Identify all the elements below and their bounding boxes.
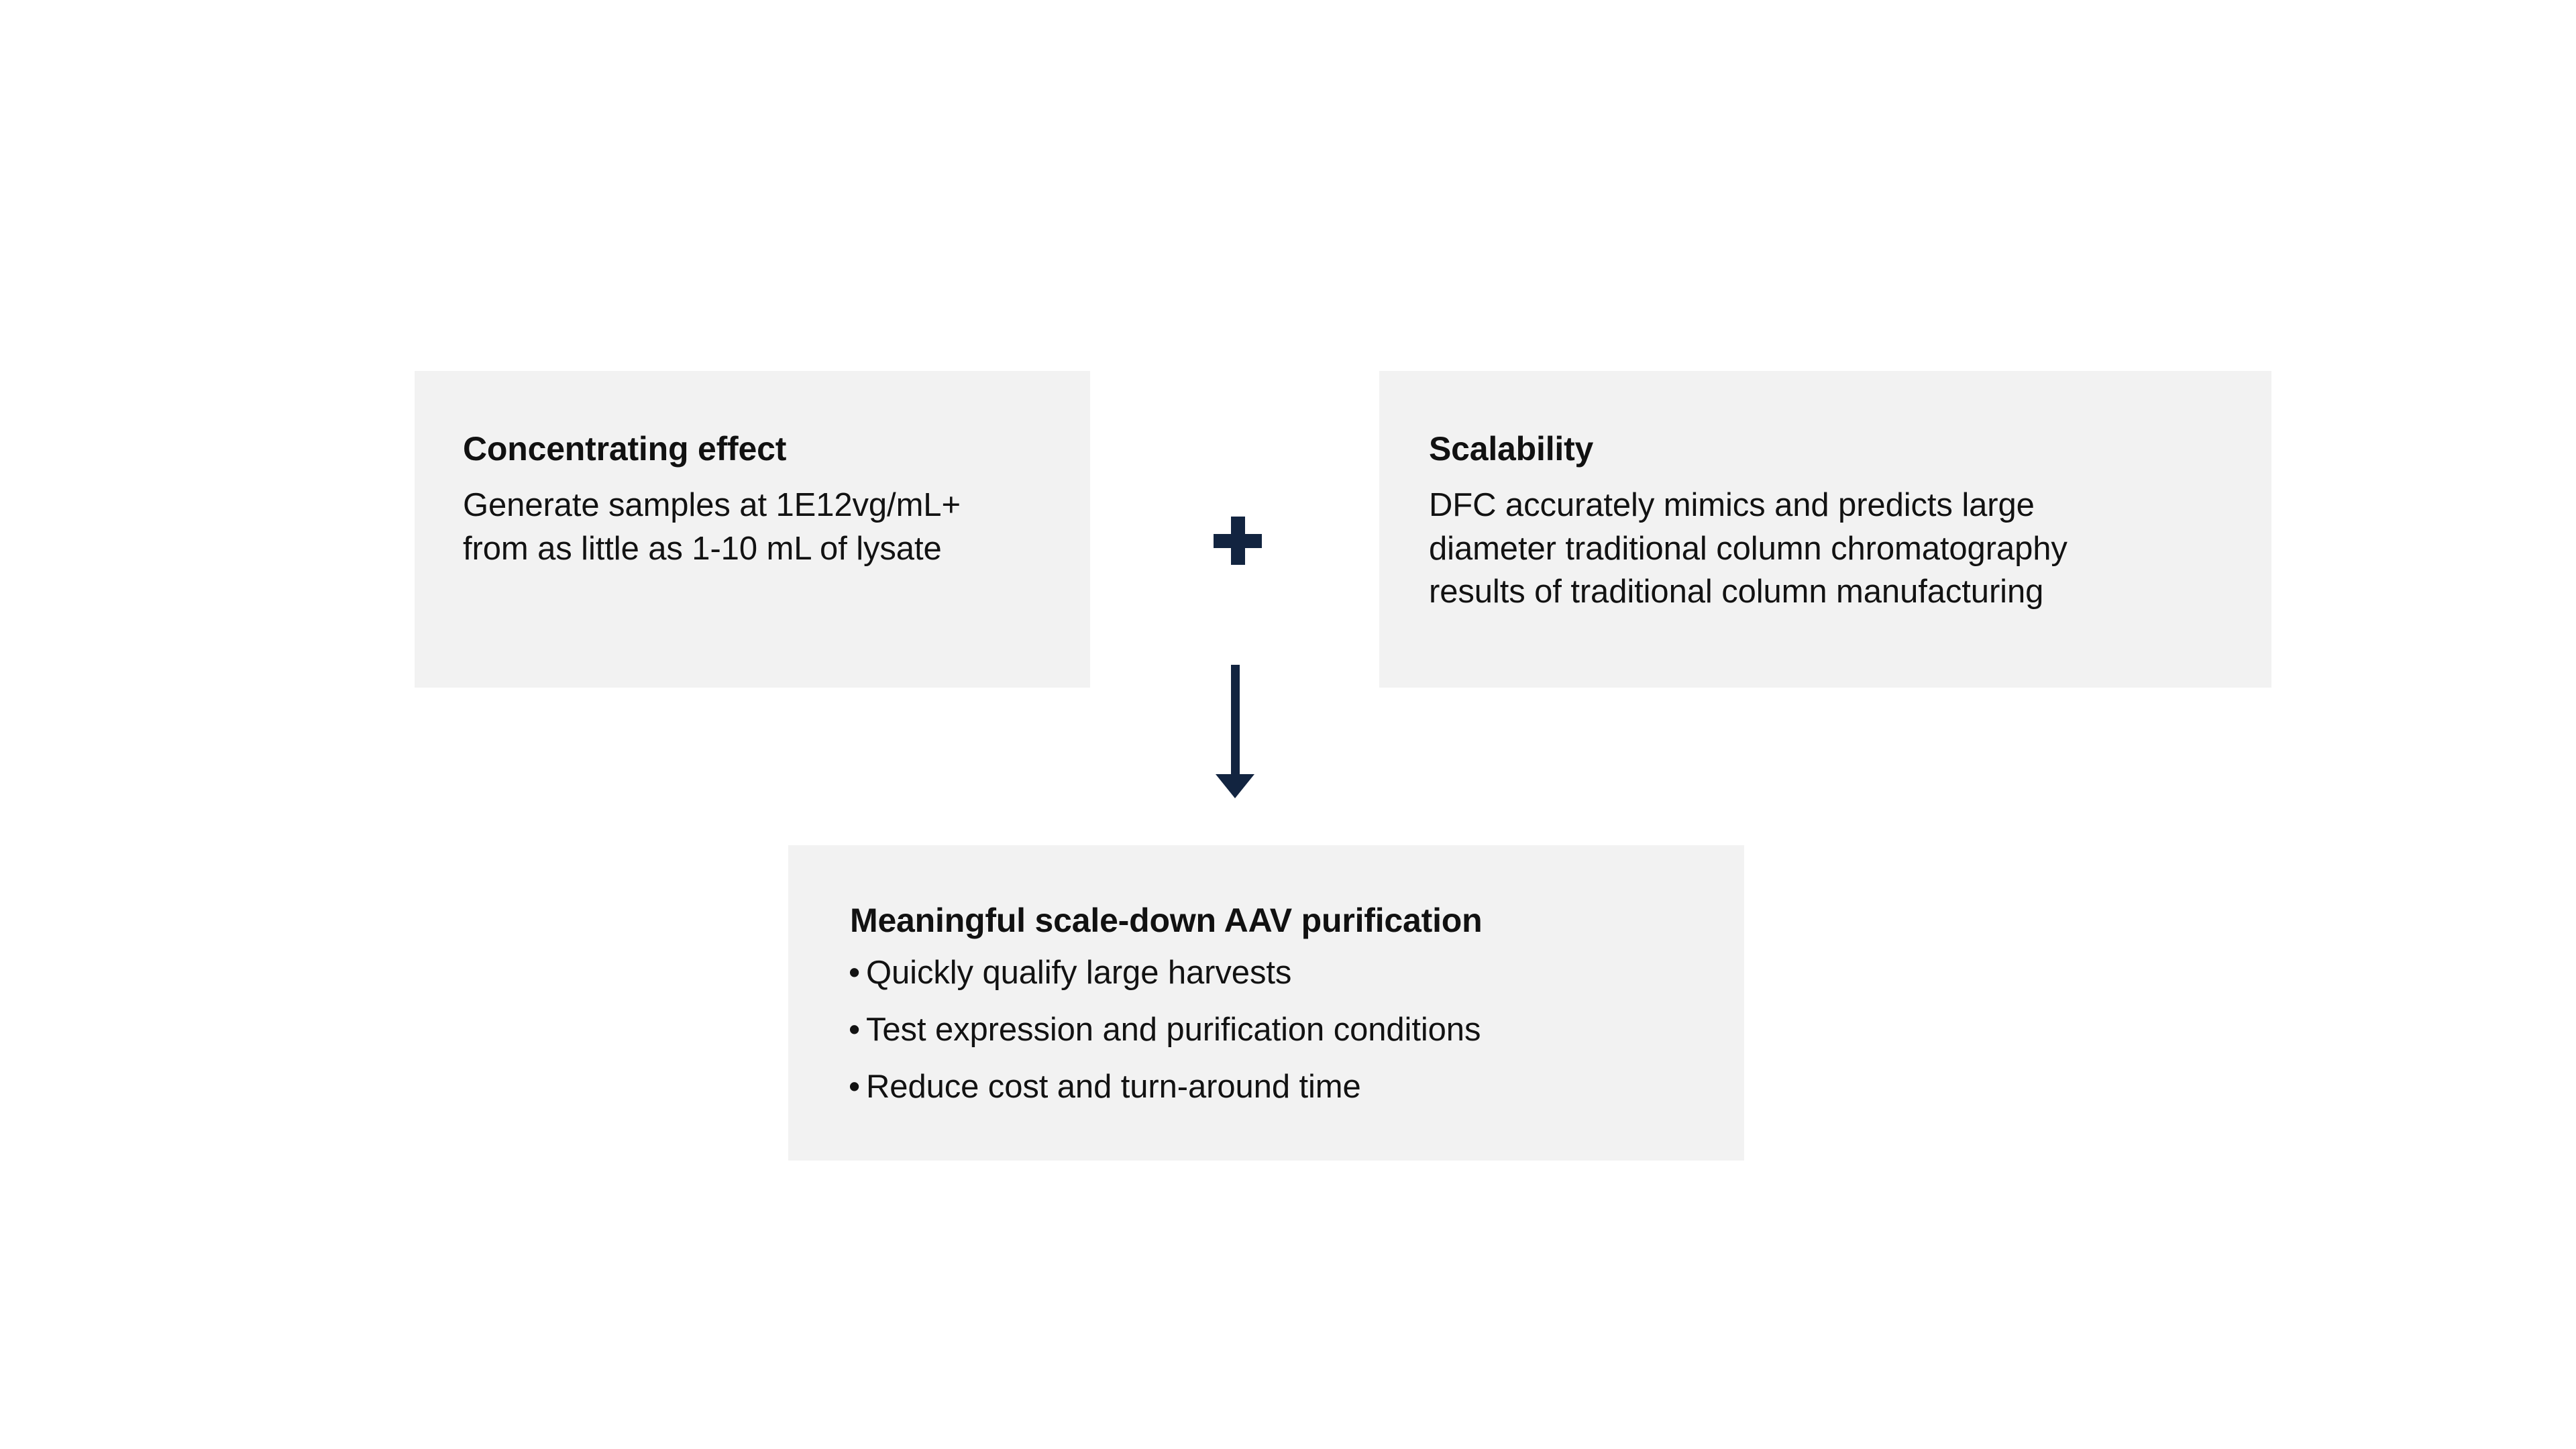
list-item: •Reduce cost and turn-around time bbox=[849, 1071, 1481, 1104]
card-outcome-bullet-list: •Quickly qualify large harvests •Test ex… bbox=[849, 957, 1481, 1104]
card-concentrating-effect-body-line-2: from as little as 1-10 mL of lysate bbox=[463, 530, 942, 567]
card-scalability-body-line-3: results of traditional column manufactur… bbox=[1429, 574, 2044, 610]
card-outcome: Meaningful scale-down AAV purification •… bbox=[788, 845, 1744, 1161]
card-outcome-bullet-1-label: Quickly qualify large harvests bbox=[866, 955, 1292, 991]
card-scalability-body-line-2: diameter traditional column chromatograp… bbox=[1429, 530, 2068, 567]
list-item: •Test expression and purification condit… bbox=[849, 1014, 1481, 1046]
card-scalability-title: Scalability bbox=[1429, 430, 1594, 468]
card-outcome-title: Meaningful scale-down AAV purification bbox=[850, 902, 1483, 939]
card-scalability-body: DFC accurately mimics and predicts large… bbox=[1429, 484, 2068, 614]
down-arrow-icon bbox=[1208, 665, 1268, 799]
card-concentrating-effect-body: Generate samples at 1E12vg/mL+ from as l… bbox=[463, 484, 961, 570]
card-outcome-bullet-2-label: Test expression and purification conditi… bbox=[866, 1012, 1481, 1048]
down-arrow-head bbox=[1216, 774, 1254, 798]
card-concentrating-effect: Concentrating effect Generate samples at… bbox=[415, 371, 1090, 688]
card-concentrating-effect-body-line-1: Generate samples at 1E12vg/mL+ bbox=[463, 487, 961, 523]
down-arrow-shaft bbox=[1231, 665, 1240, 776]
card-scalability: Scalability DFC accurately mimics and pr… bbox=[1379, 371, 2271, 688]
bullet-dot-icon: • bbox=[849, 1012, 861, 1048]
bullet-dot-icon: • bbox=[849, 955, 861, 991]
list-item: •Quickly qualify large harvests bbox=[849, 957, 1481, 989]
plus-icon-vertical-bar bbox=[1231, 517, 1245, 565]
card-outcome-bullet-3-label: Reduce cost and turn-around time bbox=[866, 1069, 1361, 1105]
bullet-dot-icon: • bbox=[849, 1069, 861, 1105]
plus-icon bbox=[1214, 517, 1262, 565]
card-concentrating-effect-title: Concentrating effect bbox=[463, 430, 787, 468]
card-scalability-body-line-1: DFC accurately mimics and predicts large bbox=[1429, 487, 2035, 523]
